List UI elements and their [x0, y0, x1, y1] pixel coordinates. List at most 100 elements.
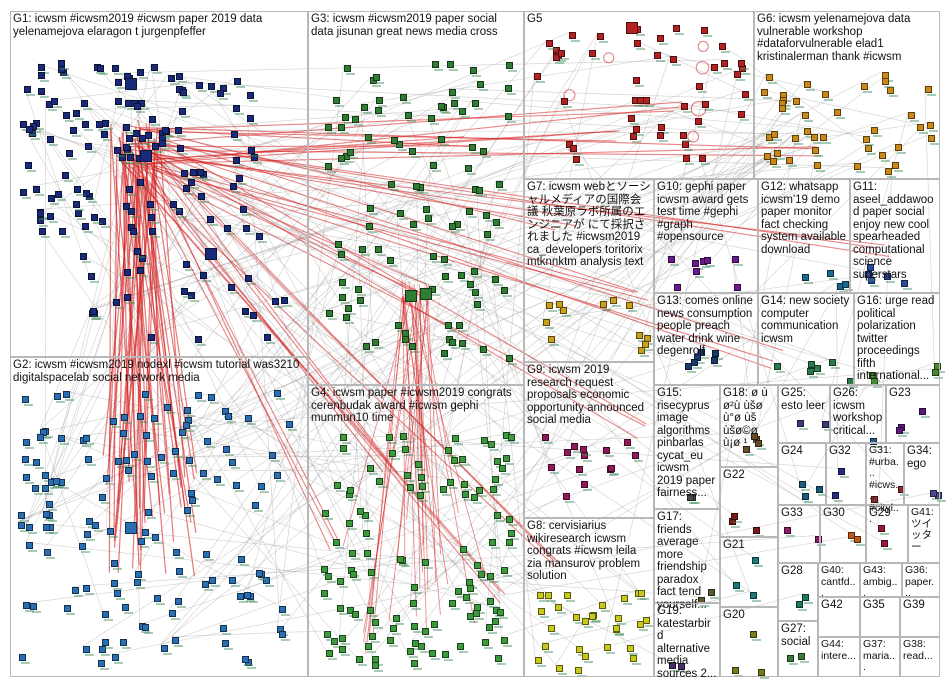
node-avatar[interactable]: [546, 40, 557, 50]
node-avatar[interactable]: [231, 131, 242, 141]
hub-node-avatar[interactable]: [125, 78, 137, 90]
node-avatar[interactable]: [472, 100, 483, 110]
node-avatar[interactable]: [112, 654, 123, 664]
node-avatar[interactable]: [124, 269, 135, 279]
node-avatar[interactable]: [23, 474, 34, 484]
node-avatar[interactable]: [542, 643, 553, 653]
node-avatar[interactable]: [445, 322, 456, 332]
node-avatar[interactable]: [696, 83, 707, 93]
node-avatar[interactable]: [761, 89, 772, 99]
node-avatar[interactable]: [570, 145, 581, 155]
node-avatar[interactable]: [699, 155, 710, 165]
node-avatar[interactable]: [347, 487, 358, 497]
node-avatar[interactable]: [642, 341, 653, 351]
node-avatar[interactable]: [223, 446, 234, 456]
node-avatar[interactable]: [369, 633, 380, 643]
node-avatar[interactable]: [103, 475, 114, 485]
node-avatar[interactable]: [337, 578, 348, 588]
node-avatar[interactable]: [429, 650, 440, 660]
node-avatar[interactable]: [779, 105, 790, 115]
node-avatar[interactable]: [630, 133, 641, 143]
node-avatar[interactable]: [573, 156, 584, 166]
node-avatar[interactable]: [148, 334, 159, 344]
node-avatar[interactable]: [678, 663, 689, 673]
node-avatar[interactable]: [465, 165, 476, 175]
node-avatar[interactable]: [99, 494, 110, 504]
node-avatar[interactable]: [582, 653, 593, 663]
node-avatar[interactable]: [99, 218, 110, 228]
node-avatar[interactable]: [490, 486, 501, 496]
node-avatar[interactable]: [742, 91, 753, 101]
node-avatar[interactable]: [63, 391, 74, 401]
group-g43[interactable]: G43: ambig...: [860, 563, 902, 599]
node-avatar[interactable]: [355, 286, 366, 296]
node-avatar[interactable]: [53, 478, 64, 488]
node-avatar[interactable]: [279, 606, 290, 616]
node-avatar[interactable]: [344, 65, 355, 75]
node-avatar[interactable]: [362, 512, 373, 522]
node-avatar[interactable]: [346, 520, 357, 530]
node-avatar[interactable]: [752, 557, 763, 567]
node-avatar[interactable]: [582, 618, 593, 628]
node-avatar[interactable]: [170, 201, 181, 211]
node-avatar[interactable]: [459, 340, 470, 350]
node-avatar[interactable]: [693, 268, 704, 278]
node-avatar[interactable]: [415, 461, 426, 471]
node-avatar[interactable]: [471, 268, 482, 278]
hub-node-avatar[interactable]: [205, 248, 217, 260]
node-avatar[interactable]: [673, 25, 684, 35]
node-avatar[interactable]: [643, 617, 654, 627]
node-avatar[interactable]: [84, 531, 95, 541]
node-avatar[interactable]: [139, 135, 150, 145]
node-avatar[interactable]: [83, 190, 94, 200]
node-avatar[interactable]: [560, 307, 571, 317]
node-avatar[interactable]: [774, 150, 785, 160]
node-avatar[interactable]: [564, 592, 575, 602]
node-avatar[interactable]: [121, 414, 132, 424]
node-avatar[interactable]: [792, 135, 803, 145]
node-avatar[interactable]: [449, 600, 460, 610]
node-avatar[interactable]: [365, 643, 376, 653]
node-avatar[interactable]: [896, 427, 907, 437]
node-avatar[interactable]: [83, 585, 94, 595]
node-avatar[interactable]: [482, 639, 493, 649]
node-avatar[interactable]: [190, 169, 201, 179]
node-avatar[interactable]: [242, 308, 253, 318]
node-avatar[interactable]: [237, 593, 248, 603]
node-avatar[interactable]: [802, 112, 813, 122]
node-avatar[interactable]: [242, 656, 253, 666]
node-avatar[interactable]: [39, 228, 50, 238]
node-avatar[interactable]: [476, 187, 487, 197]
node-avatar[interactable]: [149, 228, 160, 238]
node-avatar[interactable]: [245, 275, 256, 285]
node-avatar[interactable]: [321, 590, 332, 600]
node-avatar[interactable]: [487, 573, 498, 583]
node-avatar[interactable]: [599, 602, 610, 612]
node-avatar[interactable]: [326, 310, 337, 320]
node-avatar[interactable]: [680, 132, 691, 142]
node-avatar[interactable]: [449, 89, 460, 99]
node-avatar[interactable]: [624, 439, 635, 449]
node-avatar[interactable]: [895, 144, 906, 154]
node-avatar[interactable]: [419, 483, 430, 493]
node-avatar[interactable]: [496, 181, 507, 191]
node-avatar[interactable]: [114, 147, 125, 157]
node-avatar[interactable]: [832, 492, 843, 502]
node-avatar[interactable]: [407, 484, 418, 494]
node-avatar[interactable]: [499, 465, 510, 475]
group-g37[interactable]: G37: maria...: [860, 637, 900, 677]
node-avatar[interactable]: [466, 208, 477, 218]
node-avatar[interactable]: [322, 510, 333, 520]
group-g10[interactable]: G10: gephi paper icwsm award gets test t…: [654, 179, 758, 293]
node-avatar[interactable]: [411, 660, 422, 670]
group-g39[interactable]: G39: [900, 597, 940, 637]
node-avatar[interactable]: [63, 112, 74, 122]
node-avatar[interactable]: [137, 413, 148, 423]
node-avatar[interactable]: [115, 98, 126, 108]
node-avatar[interactable]: [467, 281, 478, 291]
node-avatar[interactable]: [802, 594, 813, 604]
node-avatar[interactable]: [334, 482, 345, 492]
node-avatar[interactable]: [474, 301, 485, 311]
node-avatar[interactable]: [338, 124, 349, 134]
node-avatar[interactable]: [478, 571, 489, 581]
